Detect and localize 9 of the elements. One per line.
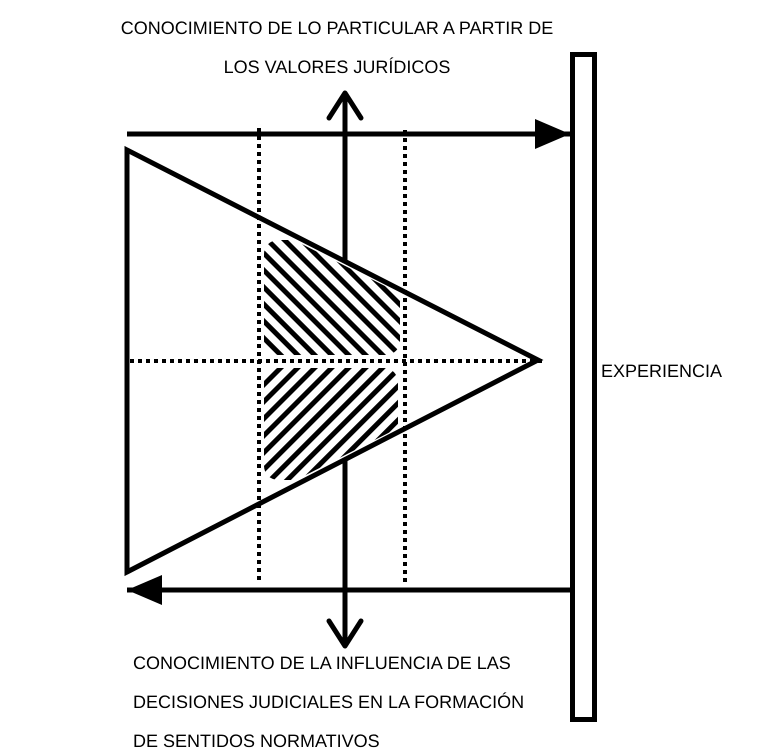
arrow bbox=[326, 459, 364, 648]
arrow bbox=[127, 575, 570, 605]
experience-bar bbox=[570, 52, 597, 722]
side-label: EXPERIENCIA bbox=[601, 360, 722, 383]
caption-text: CONOCIMIENTO DE LA INFLUENCIA DE LAS DECISIONES JUDICIALES EN LA FORMACIÓN DE SENTIDOS NORMATIVOS bbox=[133, 644, 553, 756]
arrow bbox=[127, 119, 570, 149]
hatched-area bbox=[262, 238, 402, 358]
arrow bbox=[326, 90, 364, 263]
heading-text: CONOCIMIENTO DE LO PARTICULAR A PARTIR DE LOS VALORES JURÍDICOS bbox=[114, 9, 560, 87]
